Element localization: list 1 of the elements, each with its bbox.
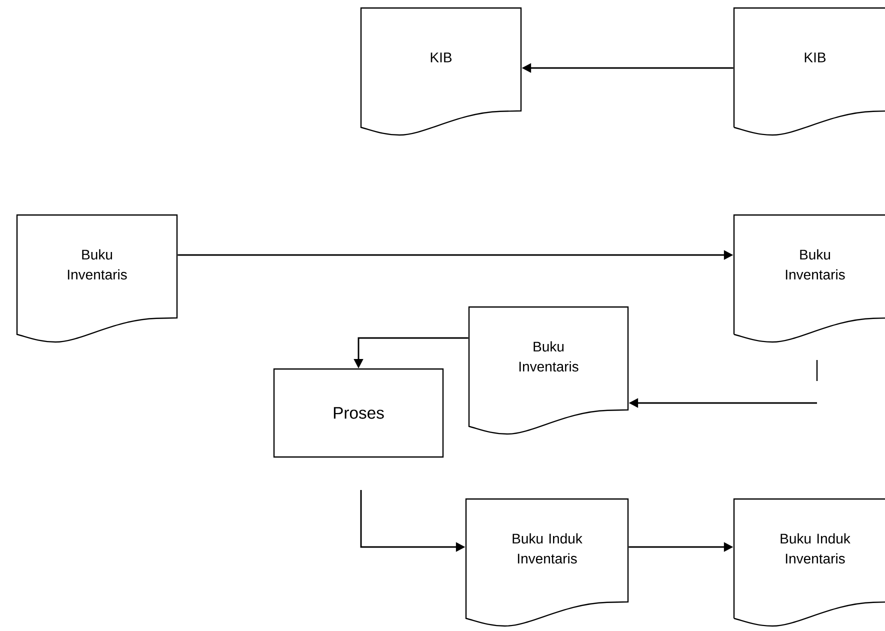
process-box: Proses [273, 368, 444, 458]
